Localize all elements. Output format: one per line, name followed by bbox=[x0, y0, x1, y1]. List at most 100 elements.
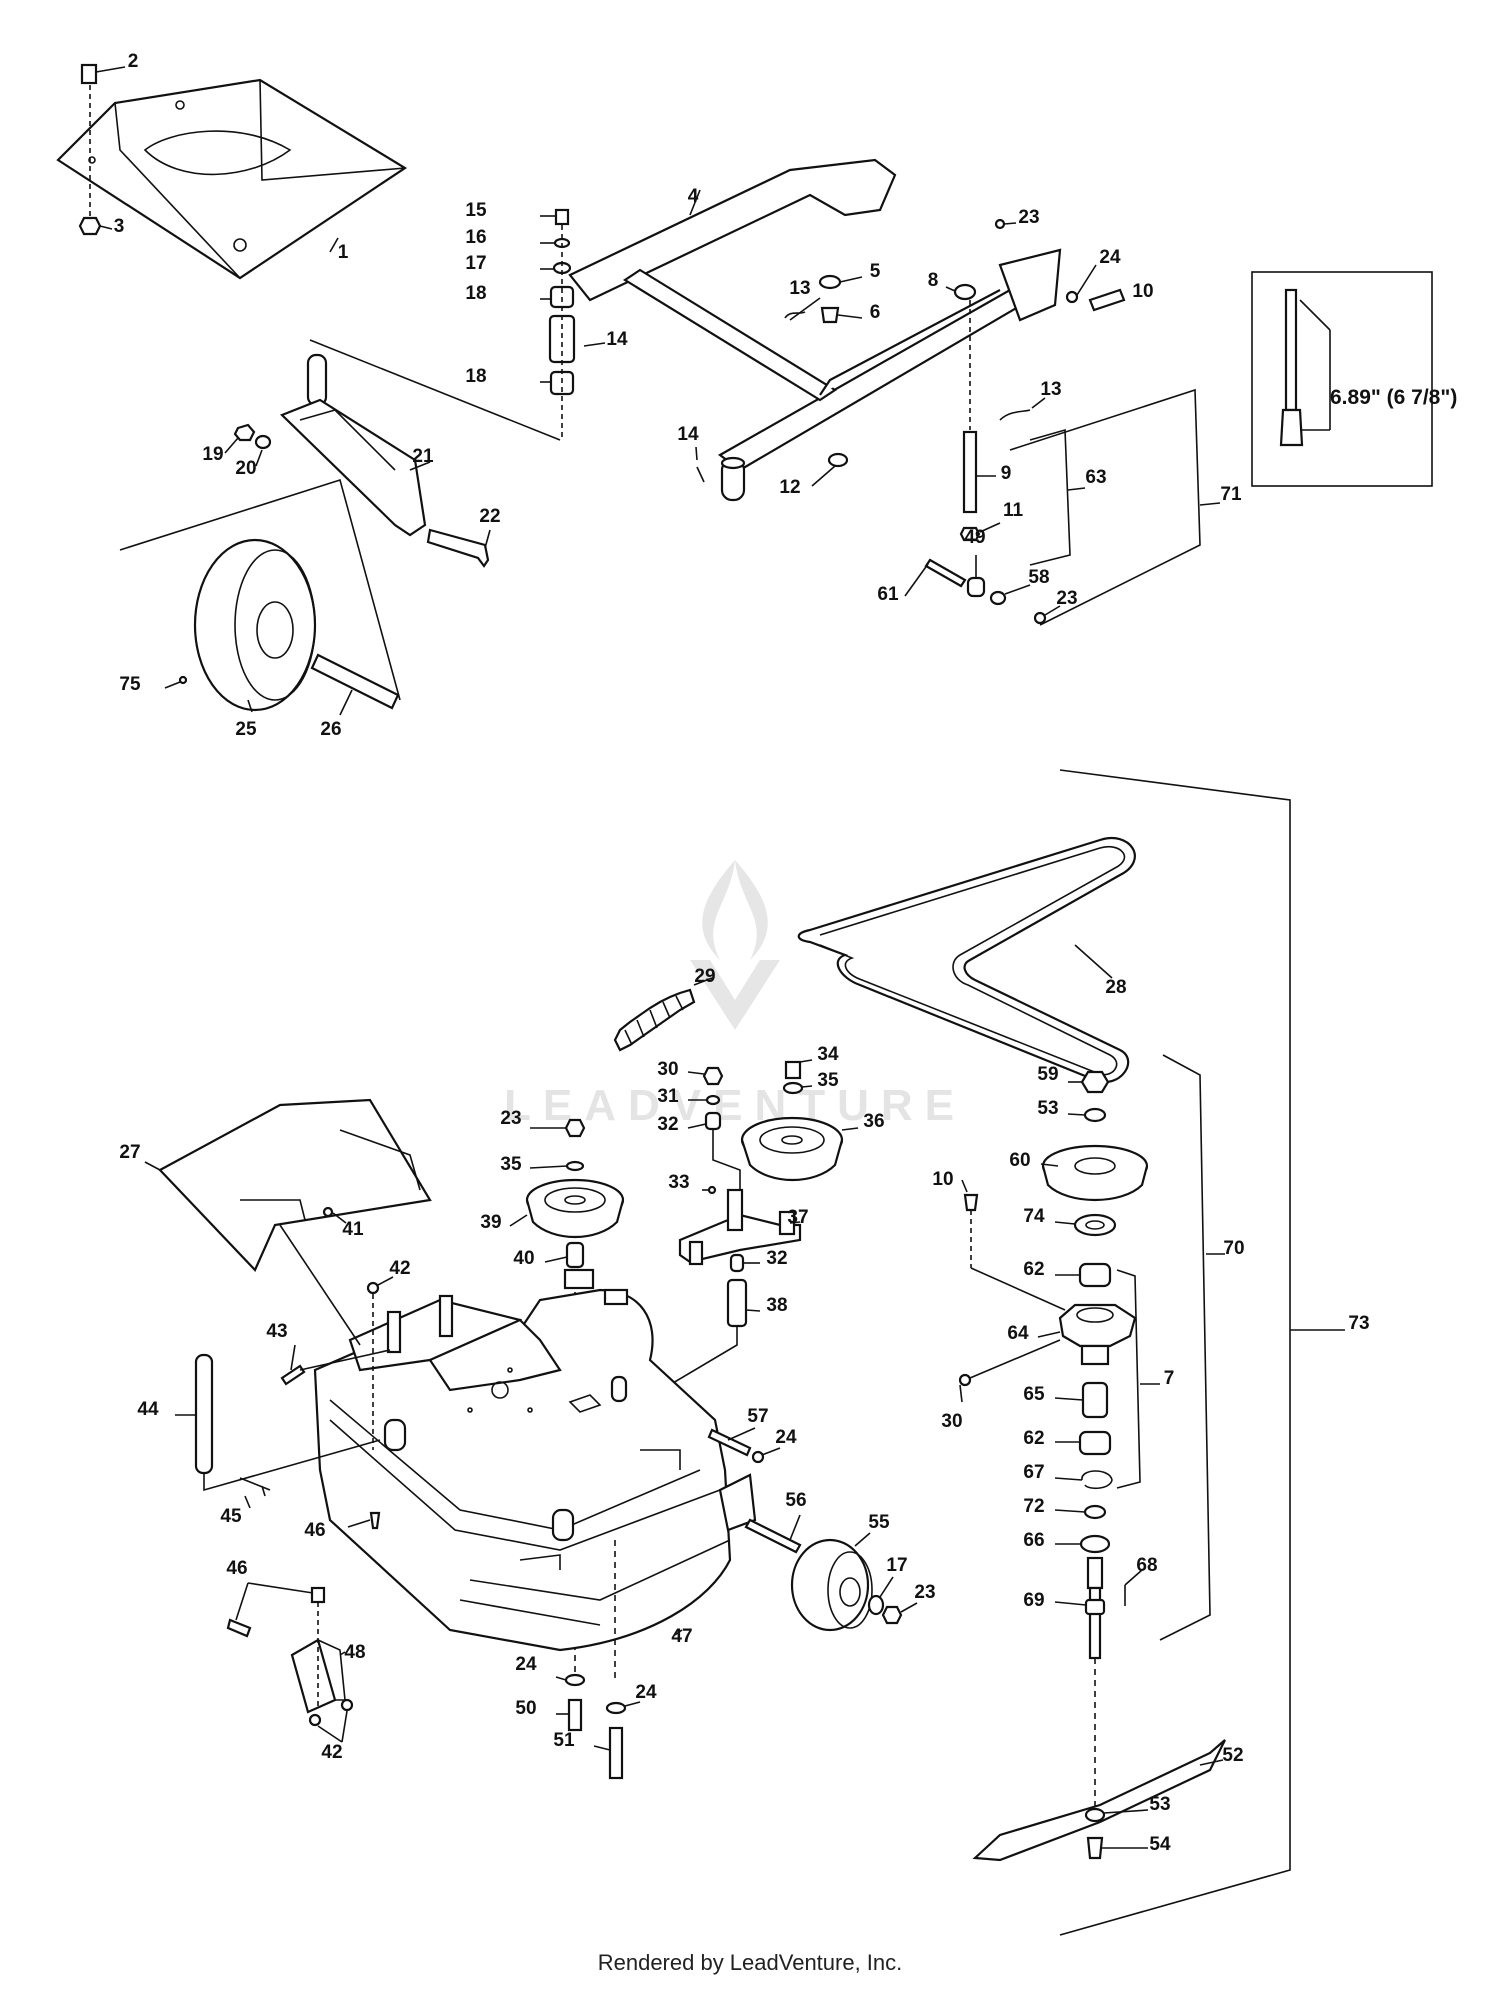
part-rod-44 bbox=[194, 1353, 214, 1475]
callout-c16: 16 bbox=[465, 227, 486, 248]
part-blade-52 bbox=[972, 1739, 1226, 1862]
callout-c55: 55 bbox=[868, 1512, 890, 1533]
part-bolt-22 bbox=[426, 528, 490, 568]
callout-c32b: 32 bbox=[766, 1248, 787, 1269]
callout-c62a: 62 bbox=[1023, 1259, 1044, 1280]
callout-c9: 9 bbox=[1001, 463, 1012, 484]
callout-c59: 59 bbox=[1037, 1064, 1058, 1085]
callout-c46b: 46 bbox=[226, 1558, 247, 1579]
part-cover-1 bbox=[56, 78, 408, 280]
callout-c68: 68 bbox=[1136, 1555, 1157, 1576]
callout-c39: 39 bbox=[480, 1212, 501, 1233]
callout-c44: 44 bbox=[137, 1399, 159, 1420]
callout-c17b: 17 bbox=[886, 1555, 907, 1576]
callout-c1: 1 bbox=[338, 242, 349, 263]
callout-c60: 60 bbox=[1009, 1150, 1030, 1171]
part-idler-assembly bbox=[559, 1066, 802, 1451]
part-bracket-48 bbox=[226, 1582, 354, 1743]
part-belt-28 bbox=[797, 837, 1136, 1083]
inset-box: 6.89" (6 7/8") bbox=[1251, 271, 1457, 487]
part-pulley-36 bbox=[740, 1059, 859, 1181]
callout-c58: 58 bbox=[1028, 567, 1049, 588]
part-wheel-55 bbox=[790, 1532, 873, 1632]
callout-c69: 69 bbox=[1023, 1590, 1044, 1611]
callout-c27: 27 bbox=[119, 1142, 140, 1163]
callout-c75: 75 bbox=[119, 674, 141, 695]
callout-c35b: 35 bbox=[500, 1154, 522, 1175]
callout-c43: 43 bbox=[266, 1321, 287, 1342]
callout-c46a: 46 bbox=[304, 1520, 325, 1541]
callout-c7: 7 bbox=[1164, 1368, 1175, 1389]
inset-dimension: 6.89" (6 7/8") bbox=[1330, 386, 1457, 409]
callout-c29: 29 bbox=[694, 966, 715, 987]
part-deck-47 bbox=[313, 1268, 757, 1652]
part-trunnion-49 bbox=[966, 576, 986, 598]
callout-c23b: 23 bbox=[1056, 588, 1077, 609]
callout-c17a: 17 bbox=[465, 253, 486, 274]
callout-c70: 70 bbox=[1223, 1238, 1244, 1259]
part-bushing-8 bbox=[953, 283, 977, 301]
callout-c33: 33 bbox=[668, 1172, 689, 1193]
part-stack-15-18 bbox=[540, 208, 576, 440]
callout-c34: 34 bbox=[817, 1044, 839, 1065]
part-knob-2 bbox=[80, 63, 126, 218]
callout-c49: 49 bbox=[964, 527, 985, 548]
callout-c42a: 42 bbox=[389, 1258, 410, 1279]
callout-c38: 38 bbox=[766, 1295, 787, 1316]
callout-c42b: 42 bbox=[321, 1742, 342, 1763]
callout-c18b: 18 bbox=[465, 366, 486, 387]
part-rod-9 bbox=[962, 430, 978, 514]
callout-c19: 19 bbox=[202, 444, 223, 465]
callout-c67: 67 bbox=[1023, 1462, 1044, 1483]
callout-c24a: 24 bbox=[1099, 247, 1121, 268]
part-caster-arm-21 bbox=[280, 353, 431, 537]
callout-c23d: 23 bbox=[914, 1582, 935, 1603]
callout-c48: 48 bbox=[344, 1642, 365, 1663]
callout-c21: 21 bbox=[412, 446, 434, 467]
part-nut-3 bbox=[78, 216, 113, 236]
callout-c62b: 62 bbox=[1023, 1428, 1044, 1449]
callout-c52: 52 bbox=[1222, 1745, 1243, 1766]
callout-c65: 65 bbox=[1023, 1384, 1045, 1405]
callout-c20: 20 bbox=[235, 458, 256, 479]
callout-c10a: 10 bbox=[1132, 281, 1153, 302]
callout-c32a: 32 bbox=[657, 1114, 678, 1135]
part-spindle-assembly bbox=[958, 1054, 1225, 1812]
callout-c24d: 24 bbox=[635, 1682, 657, 1703]
callout-c57: 57 bbox=[747, 1406, 768, 1427]
part-nut-19 bbox=[233, 423, 256, 442]
callout-c37: 37 bbox=[787, 1207, 808, 1228]
callout-c8: 8 bbox=[928, 270, 939, 291]
callout-labels: 2311516171814184135682324101319202114129… bbox=[114, 51, 1370, 1855]
callout-c10b: 10 bbox=[932, 1169, 953, 1190]
part-bushing-6 bbox=[820, 306, 840, 324]
part-washer-5 bbox=[818, 274, 842, 290]
part-axle-56 bbox=[744, 1518, 802, 1554]
part-bolt-10 bbox=[1088, 288, 1126, 312]
callout-c31: 31 bbox=[657, 1086, 679, 1107]
part-bolt-61 bbox=[924, 558, 967, 588]
callout-c51: 51 bbox=[553, 1730, 575, 1751]
callout-c30a: 30 bbox=[657, 1059, 678, 1080]
callout-c24c: 24 bbox=[515, 1654, 537, 1675]
footer-credit: Rendered by LeadVenture, Inc. bbox=[597, 1950, 903, 1975]
part-frame-4 bbox=[568, 158, 1062, 502]
callout-c3: 3 bbox=[114, 216, 125, 237]
callout-c53b: 53 bbox=[1149, 1794, 1170, 1815]
callout-c4: 4 bbox=[688, 186, 699, 207]
callout-c64: 64 bbox=[1007, 1323, 1029, 1344]
callout-c66: 66 bbox=[1023, 1530, 1044, 1551]
callout-c18a: 18 bbox=[465, 283, 486, 304]
callout-c23c: 23 bbox=[500, 1108, 521, 1129]
callout-c2: 2 bbox=[128, 51, 139, 72]
part-washer-20 bbox=[254, 434, 272, 450]
part-axle-26 bbox=[310, 653, 400, 710]
callout-c13a: 13 bbox=[789, 278, 810, 299]
callout-c5: 5 bbox=[870, 261, 881, 282]
callout-c28: 28 bbox=[1105, 977, 1126, 998]
callout-c54: 54 bbox=[1149, 1834, 1171, 1855]
part-wheel-25 bbox=[193, 538, 317, 712]
callout-c12: 12 bbox=[779, 477, 800, 498]
callout-c25: 25 bbox=[235, 719, 257, 740]
